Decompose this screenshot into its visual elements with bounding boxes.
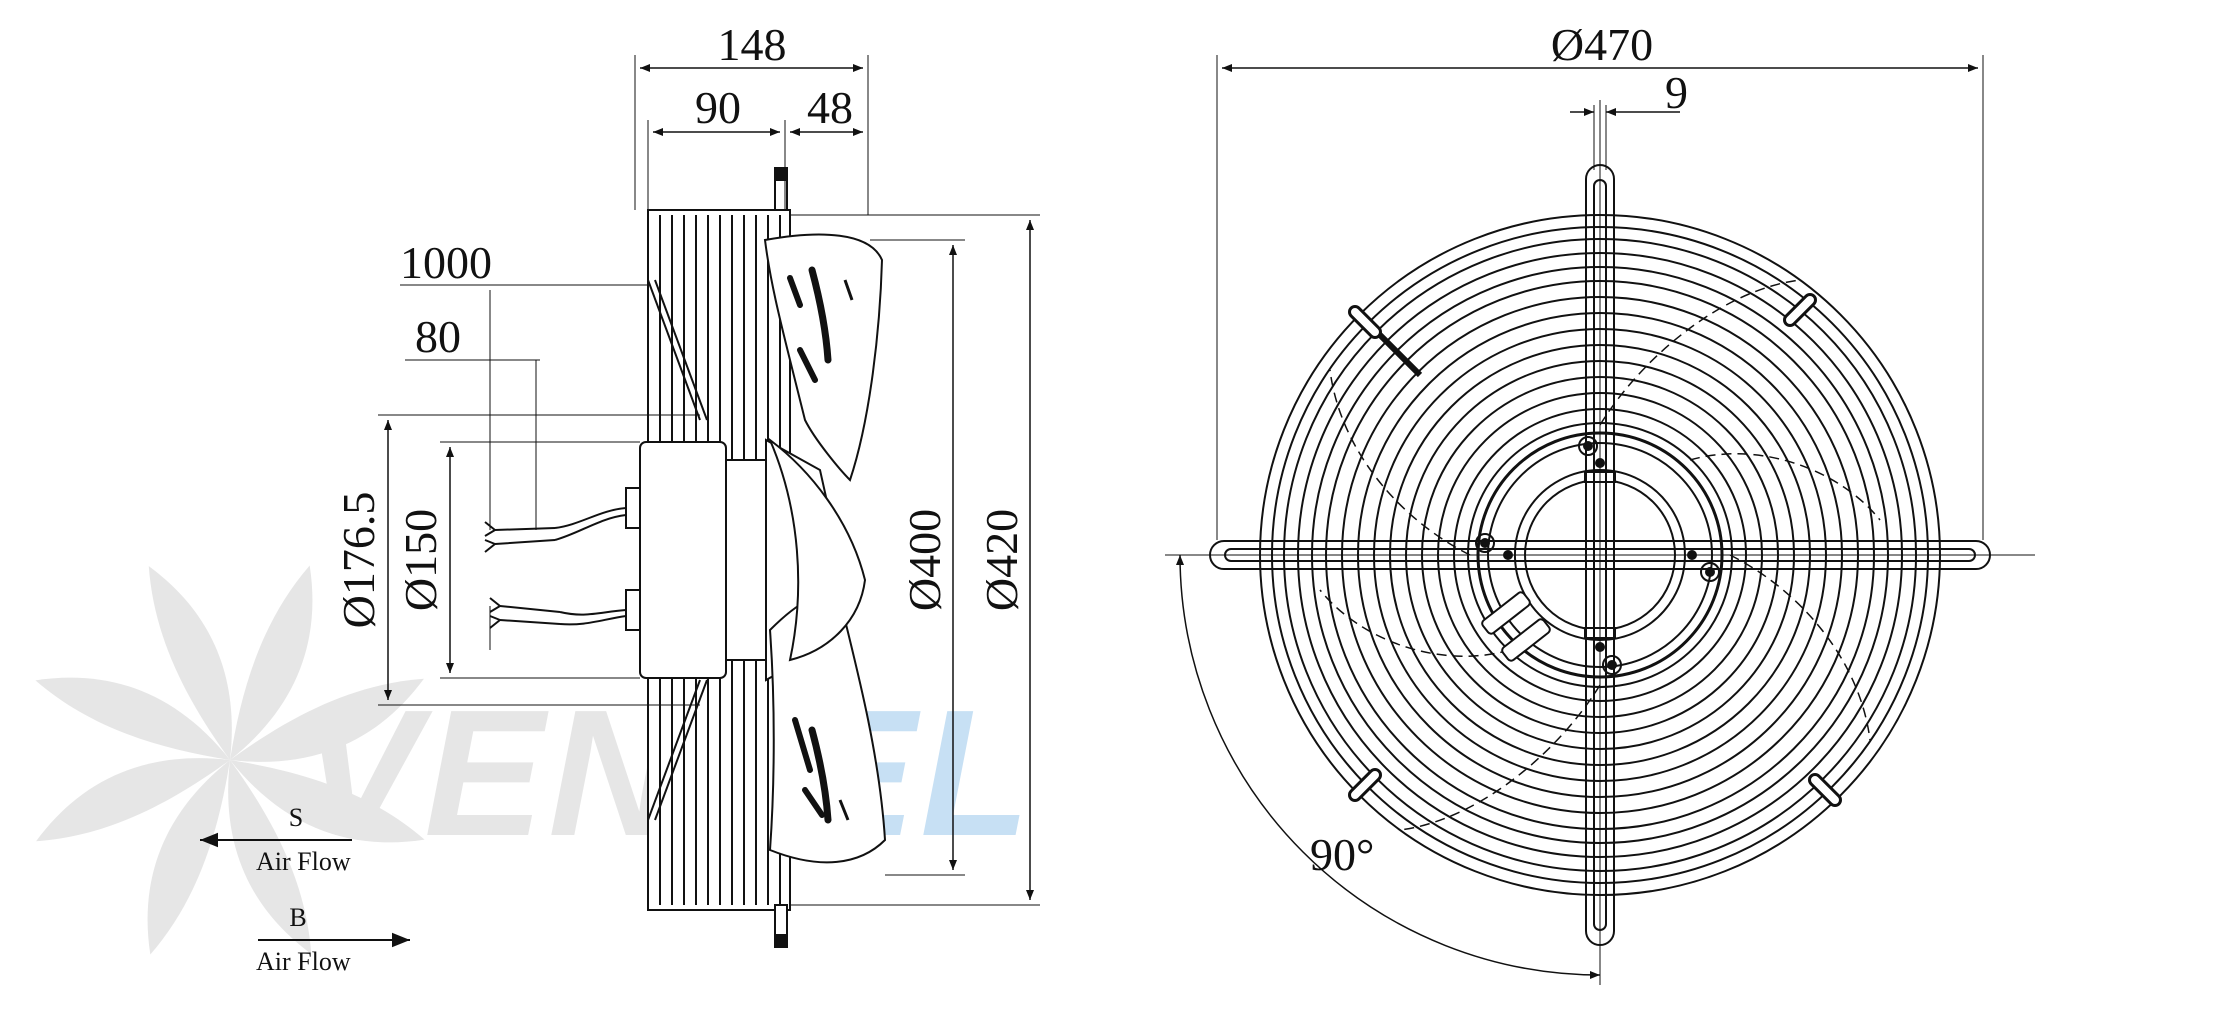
dim-motor-dia-label: Ø150: [395, 509, 446, 611]
blade-outlines: [1319, 279, 1881, 831]
dim-overall-dia-label: Ø470: [1551, 19, 1653, 70]
dim-total-depth-label: 148: [718, 19, 787, 70]
motor-body: [639, 441, 727, 679]
dim-blade-dia-label: Ø400: [899, 509, 950, 611]
watermark-fan-logo: [35, 565, 425, 955]
dim-housing-depth: [647, 120, 863, 210]
front-view: [1165, 55, 2035, 985]
motor-cables: [484, 290, 627, 650]
dim-cable-length-label: 1000: [400, 237, 492, 288]
dim-angle: [1176, 554, 1601, 979]
dim-guard-dia-label: Ø420: [976, 509, 1027, 611]
dim-total-depth: [634, 55, 869, 215]
dim-guard-dia: [790, 214, 1040, 906]
dim-motor-mount: [378, 414, 700, 706]
dim-overall-dia: [1216, 55, 1984, 540]
airflow-s-letter: S: [289, 803, 303, 832]
dim-cable-strip-label: 80: [415, 311, 461, 362]
dim-motor-mount-label: Ø176.5: [333, 492, 384, 629]
dim-blade-depth-label: 48: [807, 82, 853, 133]
blade-profiles: [763, 233, 887, 864]
dim-housing-depth-label: 90: [695, 82, 741, 133]
airflow-legend: S Air Flow B Air Flow: [200, 803, 410, 976]
dim-slot-width: [1570, 105, 1680, 170]
dim-blade-dia: [870, 239, 965, 876]
dim-motor-dia: [440, 441, 640, 679]
side-view: [378, 55, 1040, 948]
brand-watermark: VENTEL: [35, 565, 1030, 955]
airflow-b-label: Air Flow: [256, 947, 351, 976]
airflow-s-label: Air Flow: [256, 847, 351, 876]
dim-slot-width-label: 9: [1665, 67, 1688, 118]
airflow-b-letter: B: [289, 903, 306, 932]
dim-angle-label: 90°: [1310, 829, 1374, 880]
